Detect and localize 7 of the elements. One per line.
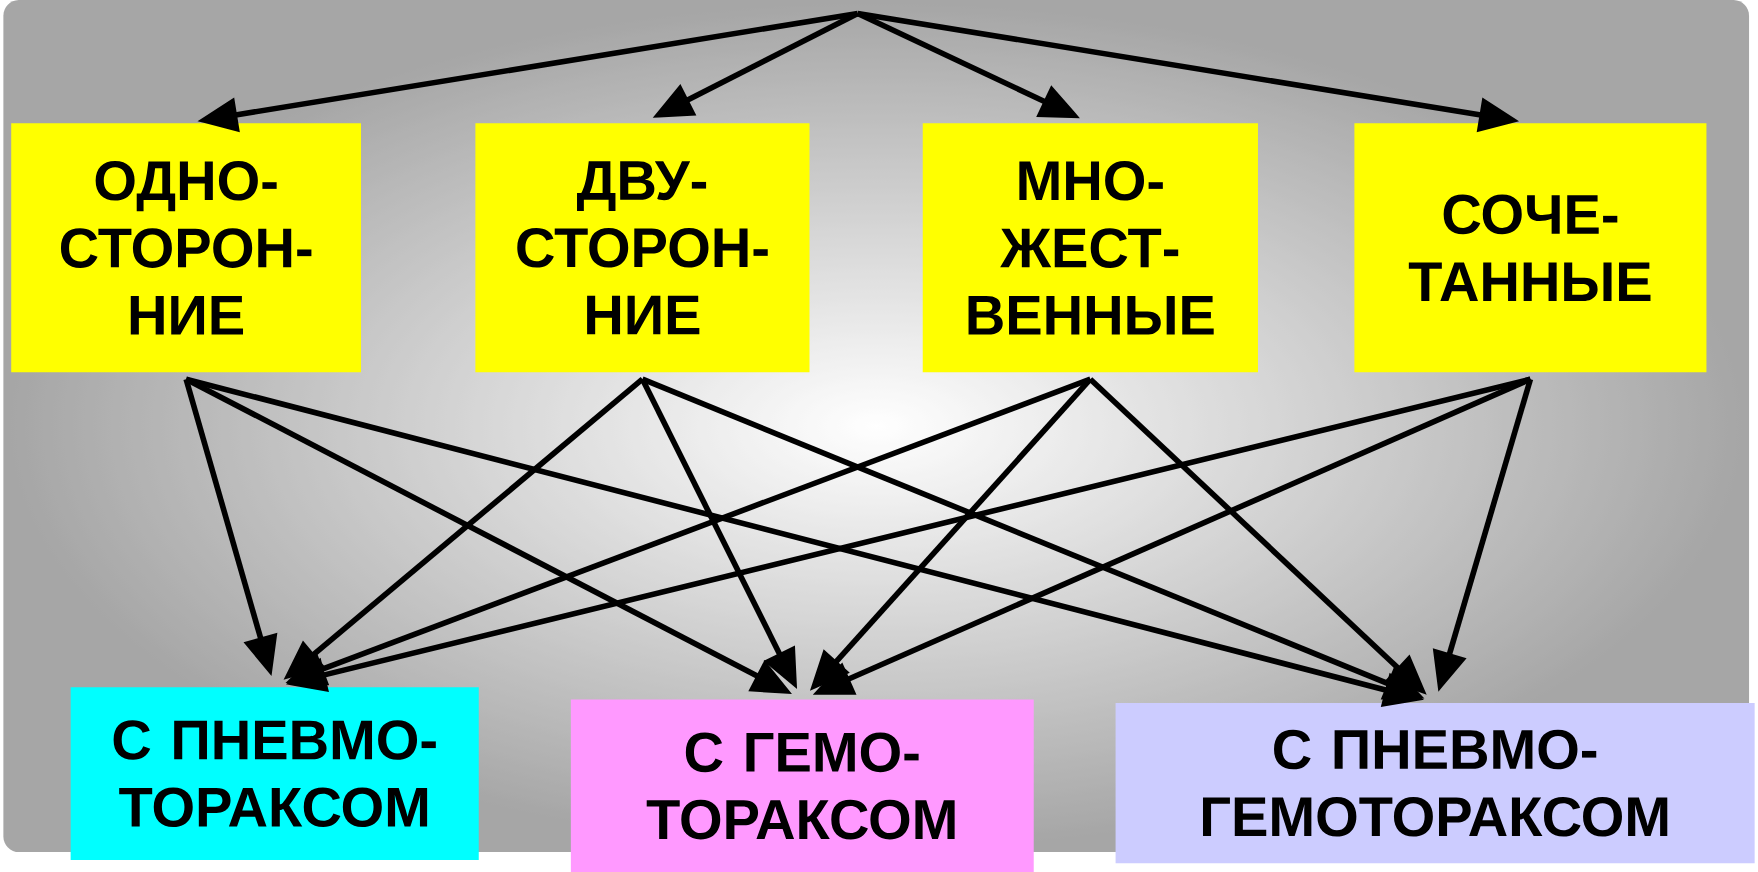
category-box: ДВУ- СТОРОН- НИЕ [475,123,810,373]
category-box: МНО- ЖЕСТ- ВЕННЫЕ [922,123,1258,373]
result-box: С ГЕМО- ТОРАКСОМ [570,699,1034,872]
result-box: С ПНЕВМО- ГЕМОТОРАКСОМ [1115,702,1755,864]
result-box: С ПНЕВМО- ТОРАКСОМ [70,687,479,860]
category-box: СОЧЕ- ТАННЫЕ [1354,123,1707,373]
category-box: ОДНО- СТОРОН- НИЕ [11,123,362,373]
